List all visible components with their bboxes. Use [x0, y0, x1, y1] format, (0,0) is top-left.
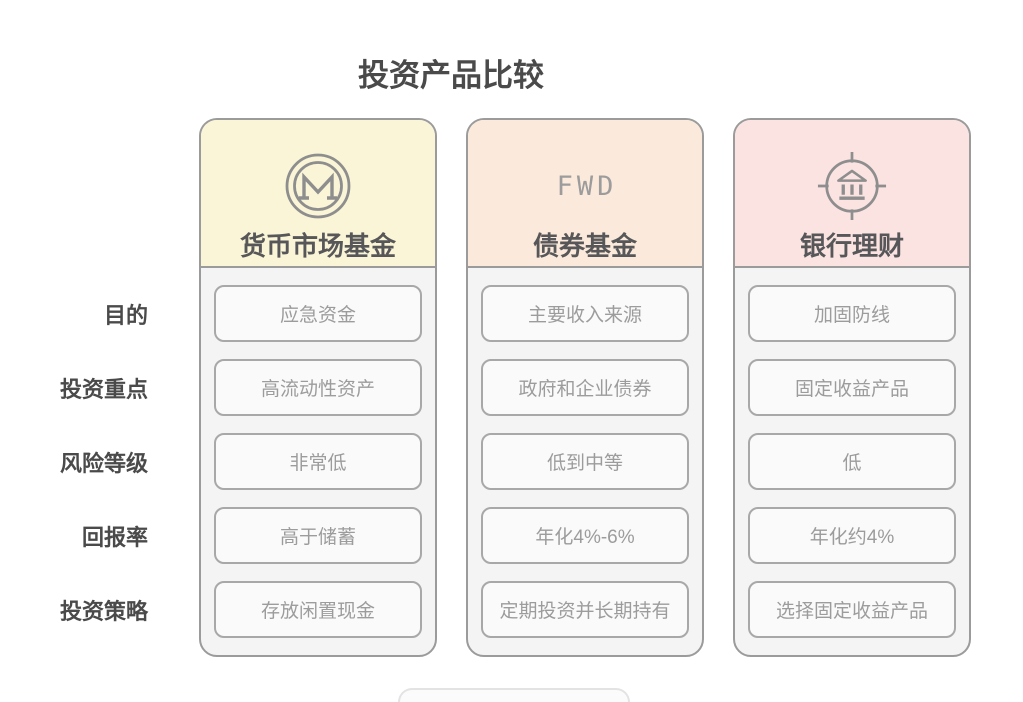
partially-visible-next-box — [398, 688, 630, 702]
cell-risk-level: 低到中等 — [481, 433, 689, 490]
cell-purpose: 主要收入来源 — [481, 285, 689, 342]
cell-risk-level: 低 — [748, 433, 956, 490]
column-money-market-fund: 货币市场基金 应急资金 高流动性资产 非常低 高于储蓄 存放闲置现金 — [199, 118, 437, 657]
column-title: 货币市场基金 — [239, 231, 396, 261]
cell-risk-level: 非常低 — [214, 433, 422, 490]
cell-strategy: 定期投资并长期持有 — [481, 581, 689, 638]
cell-return-rate: 年化约4% — [748, 507, 956, 564]
bank-target-icon — [816, 150, 888, 222]
cell-investment-focus: 政府和企业债券 — [481, 359, 689, 416]
monero-m-coin-icon — [285, 153, 351, 219]
cell-return-rate: 年化4%-6% — [481, 507, 689, 564]
cell-strategy: 存放闲置现金 — [214, 581, 422, 638]
cell-investment-focus: 固定收益产品 — [748, 359, 956, 416]
column-header-bond-fund: FWD 债券基金 — [468, 120, 702, 268]
row-labels: 目的 投资重点 风险等级 回报率 投资策略 — [0, 0, 148, 694]
comparison-columns: 货币市场基金 应急资金 高流动性资产 非常低 高于储蓄 存放闲置现金 FWD 债… — [199, 118, 971, 657]
cell-purpose: 加固防线 — [748, 285, 956, 342]
column-title: 债券基金 — [532, 231, 637, 261]
cell-strategy: 选择固定收益产品 — [748, 581, 956, 638]
row-label-investment-focus: 投资重点 — [59, 377, 148, 402]
row-label-strategy: 投资策略 — [59, 599, 148, 624]
column-header-bank-wealth-management: 银行理财 — [735, 120, 969, 268]
column-body: 加固防线 固定收益产品 低 年化约4% 选择固定收益产品 — [735, 268, 969, 638]
column-body: 应急资金 高流动性资产 非常低 高于储蓄 存放闲置现金 — [201, 268, 435, 638]
column-header-money-market-fund: 货币市场基金 — [201, 120, 435, 268]
cell-investment-focus: 高流动性资产 — [214, 359, 422, 416]
column-bank-wealth-management: 银行理财 加固防线 固定收益产品 低 年化约4% 选择固定收益产品 — [733, 118, 971, 657]
column-body: 主要收入来源 政府和企业债券 低到中等 年化4%-6% 定期投资并长期持有 — [468, 268, 702, 638]
cell-return-rate: 高于储蓄 — [214, 507, 422, 564]
cell-purpose: 应急资金 — [214, 285, 422, 342]
column-bond-fund: FWD 债券基金 主要收入来源 政府和企业债券 低到中等 年化4%-6% 定期投… — [466, 118, 704, 657]
row-label-return-rate: 回报率 — [81, 525, 148, 550]
row-label-purpose: 目的 — [103, 303, 148, 328]
fwd-logo: FWD — [556, 170, 618, 202]
column-title: 银行理财 — [799, 231, 904, 261]
row-label-risk-level: 风险等级 — [59, 451, 148, 476]
page-title: 投资产品比较 — [358, 58, 544, 93]
